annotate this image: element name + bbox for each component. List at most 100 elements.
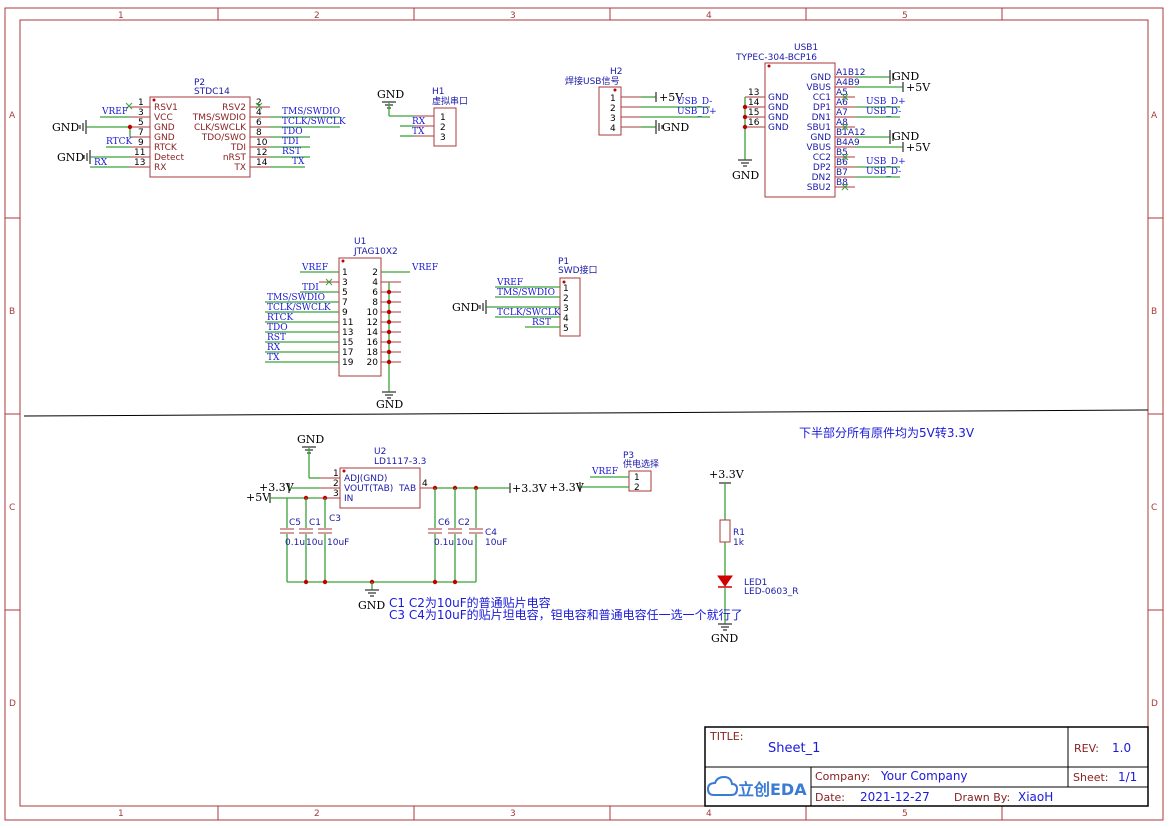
svg-text:11: 11 [134,148,145,158]
svg-text:3: 3 [342,278,348,288]
svg-text:SBU1: SBU1 [807,123,831,133]
svg-text:TAB: TAB [398,484,416,494]
svg-text:+5V: +5V [906,81,931,94]
svg-text:+3.3V: +3.3V [709,468,745,481]
svg-text:VOUT(TAB): VOUT(TAB) [344,484,393,494]
svg-text:5: 5 [138,118,144,128]
title-block: TITLE: Sheet_1 REV: 1.0 Company: Your Co… [704,726,1149,807]
svg-text:A8: A8 [836,118,848,128]
svg-text:5: 5 [902,809,908,819]
svg-text:1: 1 [342,268,348,278]
svg-text:立创EDA: 立创EDA [738,780,807,799]
svg-text:TX: TX [233,163,246,173]
svg-text:GND: GND [52,121,79,134]
svg-text:A7: A7 [836,108,848,118]
component-h1[interactable]: H1 虚拟串口 123 [414,87,468,147]
component-p3[interactable]: P3 供电选择 12 [623,451,659,493]
svg-text:17: 17 [342,348,353,358]
svg-text:10uF: 10uF [485,538,507,548]
svg-text:7: 7 [138,128,144,138]
svg-text:IN: IN [344,494,353,504]
svg-text:RST: RST [267,333,286,343]
svg-text:19: 19 [342,358,354,368]
svg-text:RSV1: RSV1 [154,103,178,113]
svg-text:GND: GND [892,130,919,143]
svg-text:USB_D+: USB_D+ [866,157,906,167]
usb1-wiring: GND GND +5V USB_D+ USB_D- GND +5V USB_D+… [732,70,931,191]
svg-text:ADJ(GND): ADJ(GND) [344,474,387,484]
svg-text:+3.3V: +3.3V [259,481,295,494]
svg-text:C: C [1151,503,1157,513]
svg-text:8: 8 [372,298,378,308]
svg-text:TITLE:: TITLE: [709,730,743,743]
svg-text:B6: B6 [836,158,848,168]
svg-text:P1: P1 [558,257,569,267]
svg-text:TMS/SWDIO: TMS/SWDIO [267,293,325,303]
svg-text:15: 15 [748,108,759,118]
svg-text:R1: R1 [733,528,745,538]
svg-text:RX: RX [412,117,426,127]
inner-frame [19,19,1149,807]
svg-text:GND: GND [358,599,385,612]
h1-wiring: GND RX TX [377,88,426,137]
svg-text:14: 14 [256,158,268,168]
svg-text:GND: GND [154,133,175,143]
svg-text:3: 3 [563,304,569,314]
svg-text:C5: C5 [289,518,301,528]
svg-text:+3.3V: +3.3V [512,482,548,495]
svg-text:+3.3V: +3.3V [549,481,585,494]
svg-text:4: 4 [706,809,712,819]
svg-text:5: 5 [342,288,348,298]
svg-text:LED1: LED1 [744,578,767,588]
svg-text:16: 16 [748,118,760,128]
svg-text:11: 11 [342,318,353,328]
svg-text:GND: GND [810,73,831,83]
svg-text:TCLK/SWCLK: TCLK/SWCLK [282,117,346,127]
svg-text:2: 2 [372,268,378,278]
svg-text:2: 2 [314,809,320,819]
svg-text:20: 20 [367,358,379,368]
u2-wiring: GND +3.3V +5V +3.3V GND [246,433,548,612]
svg-text:VREF: VREF [496,278,523,288]
svg-text:DP2: DP2 [813,163,831,173]
svg-text:12: 12 [367,318,378,328]
svg-text:GND: GND [768,113,789,123]
svg-text:4: 4 [372,278,378,288]
svg-text:+5V: +5V [659,91,684,104]
svg-text:C2: C2 [458,518,470,528]
svg-text:U2: U2 [374,447,386,457]
svg-text:TDO: TDO [282,127,303,137]
svg-text:TDO/SWO: TDO/SWO [201,133,246,143]
svg-text:RTCK: RTCK [154,143,178,153]
svg-text:GND: GND [662,121,689,134]
component-r1-led1[interactable]: +3.3V R1 1k LED1 LED-0603_R GND [709,468,799,645]
svg-text:Sheet:: Sheet: [1073,771,1109,784]
svg-text:USB1: USB1 [794,43,818,53]
svg-text:2: 2 [563,294,569,304]
svg-text:A4B9: A4B9 [836,78,860,88]
svg-text:5: 5 [902,11,908,21]
svg-text:USB_D-: USB_D- [866,167,901,177]
svg-text:DN1: DN1 [812,113,831,123]
svg-text:4: 4 [706,11,712,21]
component-p1[interactable]: P1 SWD接口 12 34 5 [558,257,598,337]
svg-text:4: 4 [563,314,569,324]
svg-text:D: D [1151,699,1158,709]
svg-text:GND: GND [377,88,404,101]
svg-text:16: 16 [367,338,379,348]
svg-text:1: 1 [138,98,144,108]
svg-text:4: 4 [422,479,428,489]
svg-text:GND: GND [732,169,759,182]
svg-text:P3: P3 [623,451,634,461]
svg-text:RST: RST [532,318,551,328]
svg-text:VREF: VREF [301,263,328,273]
svg-text:C1: C1 [309,518,321,528]
svg-text:0.1u: 0.1u [285,538,305,548]
svg-text:D: D [9,699,16,709]
note-lower-section: 下半部分所有原件均为5V转3.3V [799,425,975,440]
svg-text:CLK/SWCLK: CLK/SWCLK [194,123,247,133]
